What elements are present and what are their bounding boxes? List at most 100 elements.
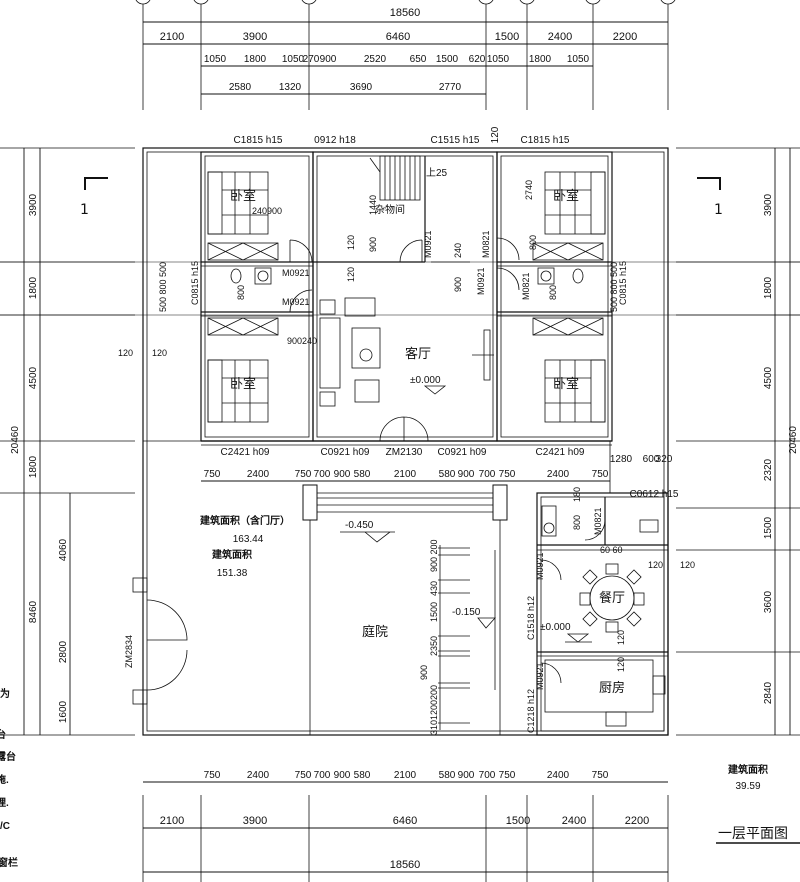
dim: 580: [439, 469, 456, 480]
dim: 1500: [506, 815, 530, 827]
dim: 1050: [487, 54, 510, 65]
dim-total-right: 20460: [788, 426, 799, 454]
room-dining: 餐厅: [599, 590, 625, 605]
elevation-dining: ±0.000: [540, 622, 571, 633]
dim: 900: [458, 770, 475, 781]
front-dim-row: 750 2400 750 700 900 580 2100 580 900 70…: [204, 469, 609, 480]
dim: 900: [334, 770, 351, 781]
room-labels: 卧室 卧室 卧室 卧室 杂物间 客厅 庭院 餐厅 厨房: [230, 188, 625, 695]
dim: 900 200: [429, 539, 439, 572]
window-label: C0612 h15: [630, 489, 679, 500]
dim: 120: [118, 348, 133, 358]
bottom-dim-row-openings: 750 2400 750 700 900 580 2100 580 900 70…: [204, 770, 609, 781]
dim: 2200: [613, 31, 637, 43]
dim: 2100: [160, 815, 184, 827]
axis-bubbles: [135, 0, 676, 5]
dining-table-icon: [579, 563, 645, 633]
dim: 800: [236, 285, 246, 300]
dim: 2400: [547, 770, 570, 781]
dim: 2400: [247, 770, 270, 781]
window-tag: C0815 h15: [618, 261, 628, 305]
section-mark-left: 1: [80, 202, 89, 218]
dim: 1800: [763, 276, 774, 299]
dim: 2400: [247, 469, 270, 480]
window-label: 0912 h18: [314, 135, 356, 146]
dim: 900: [458, 469, 475, 480]
dim: 2350: [429, 636, 439, 656]
bed-ne-icon: [544, 171, 606, 235]
dim: 800: [572, 515, 582, 530]
area-label: 建筑面积（含门厅）: [199, 514, 290, 527]
dim: 60 60: [600, 545, 623, 555]
courtyard-steps-icon: [438, 545, 496, 730]
bed-sw-icon: [207, 359, 269, 423]
bottom-dim-row-axis: 2100 3900 6460 1500 2400 2200 18560: [160, 815, 649, 871]
dim: 2400: [547, 469, 570, 480]
dim: 580: [354, 469, 371, 480]
dim: 750: [499, 770, 516, 781]
dim-total-left: 20460: [10, 426, 21, 454]
dim: 580: [439, 770, 456, 781]
dim: 2320: [763, 458, 774, 481]
dim: 900: [334, 469, 351, 480]
dim: 1800: [28, 455, 39, 478]
dim: 2400: [562, 815, 586, 827]
elevation-courtyard: -0.150: [452, 607, 481, 618]
dim: 3600: [763, 590, 774, 613]
dim: 8460: [28, 600, 39, 623]
side-note: 施.: [0, 773, 9, 786]
room-bedroom-nw: 卧室: [230, 188, 256, 203]
window-tag: C1218 h12: [526, 689, 536, 733]
dim: 900: [320, 54, 337, 65]
dim: 500 800 500: [158, 262, 168, 312]
stairs-icon: [369, 155, 421, 201]
dim: 120: [490, 126, 501, 143]
dim: 800: [528, 235, 538, 250]
dim: 2800: [58, 640, 69, 663]
dim: 1280: [610, 454, 633, 465]
dim: 120: [616, 630, 626, 645]
front-window-labels: C2421 h09 C0921 h09 ZM2130 C0921 h09 C24…: [221, 447, 679, 500]
stair-direction-note: 上25: [426, 167, 448, 179]
door-tag: M0921: [282, 268, 310, 278]
dim: 750: [204, 770, 221, 781]
window-label: C2421 h09: [221, 447, 270, 458]
dim-total-top: 18560: [390, 7, 421, 19]
dim: 750: [204, 469, 221, 480]
wardrobes-icon: [207, 242, 604, 336]
dim-total-bottom: 18560: [390, 859, 421, 871]
dim: 1440: [368, 195, 378, 215]
room-bedroom-sw: 卧室: [230, 376, 256, 391]
dim: 3900: [28, 193, 39, 216]
door-tag: M0921: [476, 267, 486, 295]
bed-se-icon: [544, 359, 606, 423]
dim: 620: [469, 54, 486, 65]
room-courtyard: 庭院: [362, 624, 388, 639]
dim: 1050: [282, 54, 305, 65]
dim: 430: [429, 581, 439, 596]
room-storage: 杂物间: [375, 203, 405, 216]
dim: 1500: [763, 516, 774, 539]
bathroom-fixtures-icon: [230, 267, 659, 537]
walls: [132, 147, 669, 736]
dim: 900240: [287, 336, 317, 346]
grid-lines: [0, 4, 800, 882]
dim: 2840: [763, 681, 774, 704]
side-note: 窗栏: [0, 856, 18, 869]
dim: 120: [648, 560, 663, 570]
gate-tag: ZM2834: [124, 635, 134, 668]
elevation-living: ±0.000: [410, 375, 441, 386]
dim-row-sub-top: 2580 1320 3690 2770: [229, 82, 462, 93]
dim: 2770: [439, 82, 462, 93]
area-label: 建筑面积: [727, 763, 768, 776]
dim: 2100: [160, 31, 184, 43]
dim: 750: [295, 469, 312, 480]
dim: 800: [548, 285, 558, 300]
dim: 2520: [364, 54, 387, 65]
section-mark-right: 1: [714, 202, 723, 218]
dim: 1050: [567, 54, 590, 65]
window-label: C0921 h09: [438, 447, 487, 458]
dim: 1320: [279, 82, 302, 93]
drawing-title: 一层平面图: [718, 826, 788, 842]
side-notes: 为 台 露台 施. 理. /C 窗栏: [0, 687, 18, 869]
